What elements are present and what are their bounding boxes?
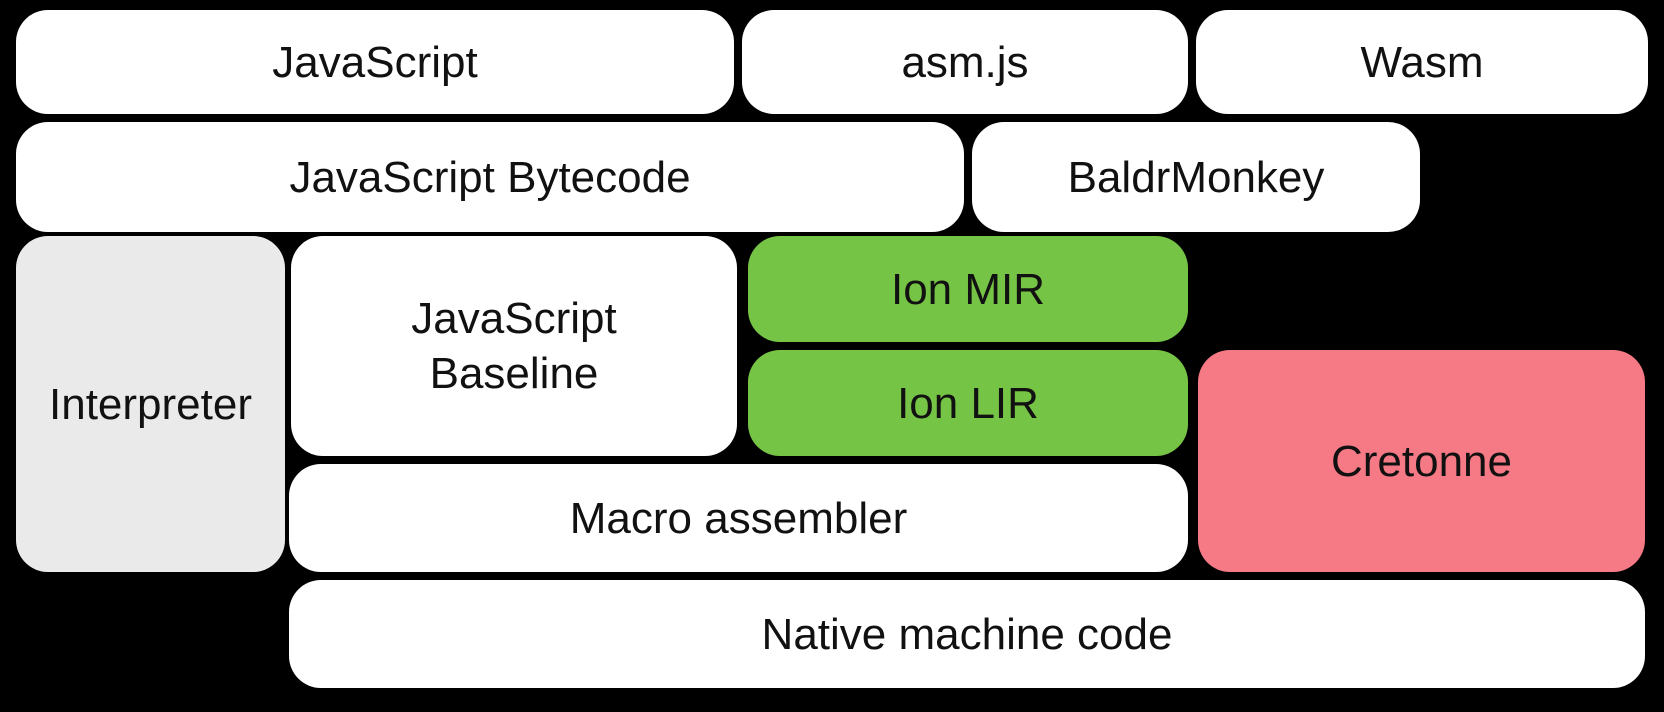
box-cretonne: Cretonne [1198, 350, 1645, 572]
box-javascript-baseline-label: JavaScript Baseline [411, 294, 617, 398]
box-ion-lir-label: Ion LIR [897, 378, 1039, 428]
box-javascript-label: JavaScript [272, 37, 478, 87]
box-baldrmonkey: BaldrMonkey [972, 122, 1420, 232]
box-asmjs-label: asm.js [901, 37, 1029, 87]
box-javascript: JavaScript [16, 10, 734, 114]
box-javascript-baseline: JavaScript Baseline [291, 236, 737, 456]
box-baldrmonkey-label: BaldrMonkey [1067, 152, 1325, 202]
box-macro-assembler-label: Macro assembler [569, 493, 908, 543]
box-javascript-bytecode-label: JavaScript Bytecode [289, 152, 691, 202]
box-native-machine-code-label: Native machine code [761, 609, 1173, 659]
box-ion-mir-label: Ion MIR [890, 264, 1046, 314]
box-interpreter: Interpreter [16, 236, 285, 572]
box-wasm-label: Wasm [1360, 37, 1484, 87]
box-cretonne-label: Cretonne [1330, 436, 1512, 486]
box-ion-lir: Ion LIR [748, 350, 1188, 456]
box-wasm: Wasm [1196, 10, 1648, 114]
box-native-machine-code: Native machine code [289, 580, 1645, 688]
box-ion-mir: Ion MIR [748, 236, 1188, 342]
box-javascript-bytecode: JavaScript Bytecode [16, 122, 964, 232]
box-macro-assembler: Macro assembler [289, 464, 1188, 572]
box-asmjs: asm.js [742, 10, 1188, 114]
box-interpreter-label: Interpreter [49, 379, 252, 429]
